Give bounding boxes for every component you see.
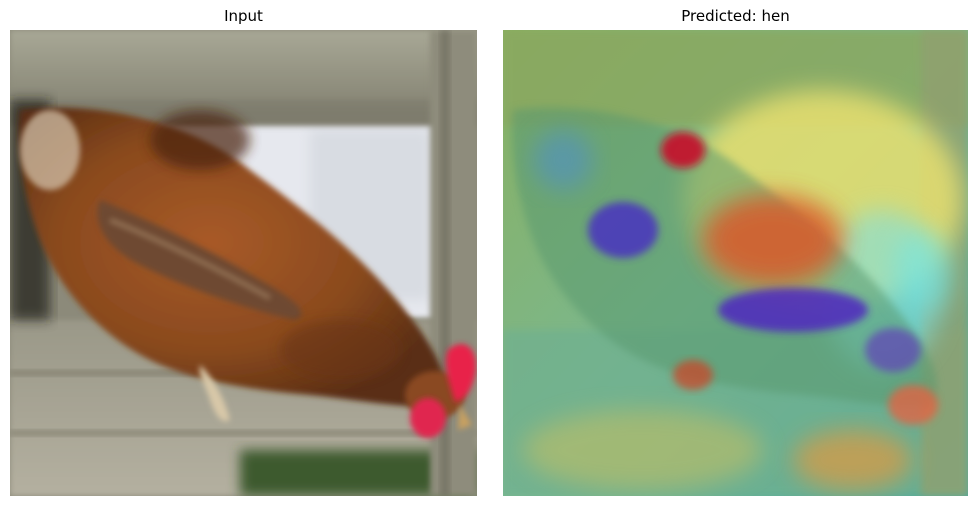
heatmap-image <box>503 30 968 496</box>
heatmap-image-drawing <box>503 30 968 496</box>
output-panel-title: Predicted: hen <box>681 7 790 25</box>
input-panel-title: Input <box>224 7 263 25</box>
input-image <box>10 30 477 496</box>
input-image-drawing <box>10 30 477 496</box>
